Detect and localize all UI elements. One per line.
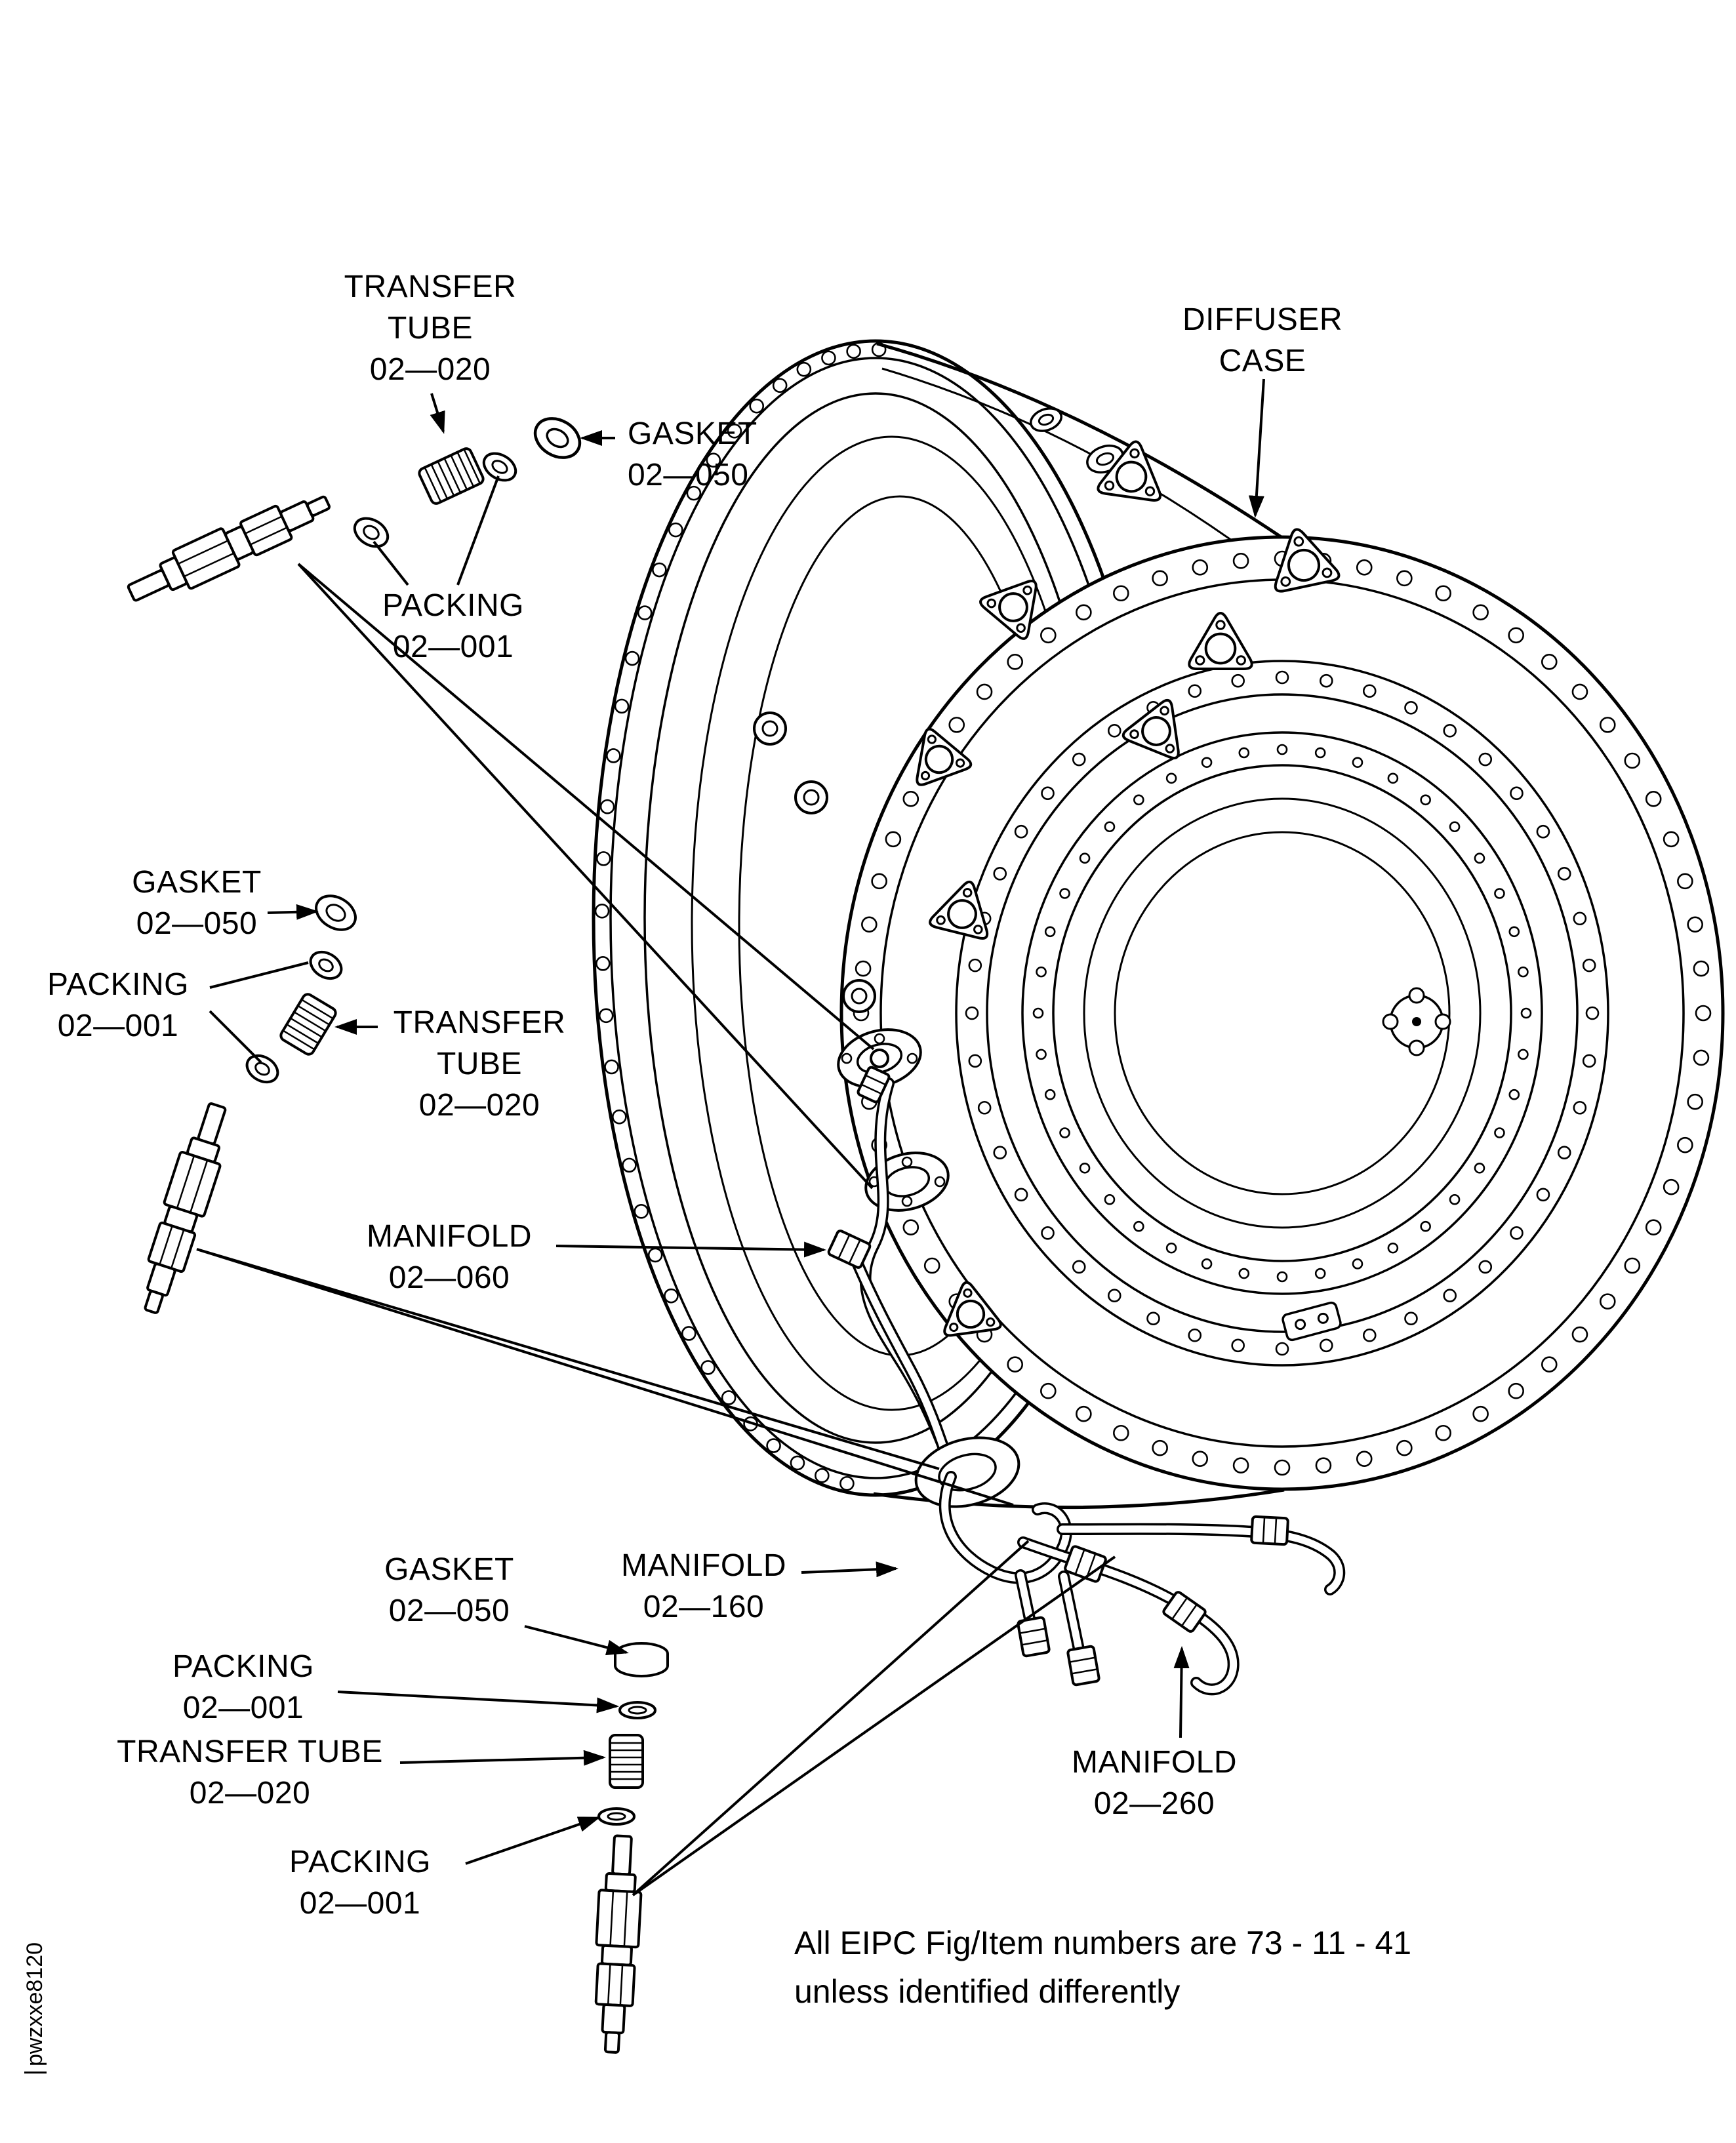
callout-diffuser-case: DIFFUSER CASE (1182, 299, 1342, 382)
note-line-2: unless identified differently (794, 1973, 1181, 2010)
callout-line: PACKING (289, 1845, 431, 1879)
callout-manifold-060: MANIFOLD 02—060 (367, 1216, 532, 1298)
callout-line: TRANSFER TUBE (117, 1734, 383, 1769)
callout-line: 02—020 (418, 1088, 540, 1123)
callout-line: 02—001 (182, 1691, 304, 1725)
callout-transfer-tube-top: TRANSFER TUBE 02—020 (344, 266, 517, 390)
callout-line: 02—001 (57, 1009, 179, 1043)
callout-manifold-260: MANIFOLD 02—260 (1072, 1742, 1237, 1824)
callout-line: TUBE (387, 311, 473, 346)
callout-packing-mid: PACKING 02—001 (47, 964, 189, 1047)
callout-packing-bottom-2: PACKING 02—001 (289, 1841, 431, 1924)
callout-packing-top: PACKING 02—001 (382, 585, 524, 668)
callout-line: GASKET (384, 1552, 514, 1587)
callout-line: 02—001 (299, 1886, 421, 1921)
callout-line: PACKING (382, 588, 524, 623)
callout-line: 02—020 (189, 1776, 311, 1811)
callout-line: TRANSFER (344, 270, 517, 304)
eipc-note: All EIPC Fig/Item numbers are 73 - 11 - … (794, 1919, 1411, 2016)
callout-manifold-160: MANIFOLD 02—160 (621, 1545, 786, 1628)
callout-line: MANIFOLD (620, 1548, 787, 1583)
callout-line: 02—160 (643, 1590, 765, 1624)
callout-line: GASKET (132, 865, 262, 900)
callout-line: TUBE (436, 1047, 522, 1081)
callout-packing-bottom-1: PACKING 02—001 (172, 1646, 314, 1729)
callout-line: TRANSFER (393, 1005, 566, 1040)
callout-transfer-tube-bottom: TRANSFER TUBE 02—020 (117, 1731, 383, 1814)
callout-line: 02—050 (136, 906, 258, 941)
figure-code: pwzxxe8120 (22, 1942, 48, 2073)
callout-gasket-bottom: GASKET 02—050 (384, 1549, 514, 1632)
callout-line: 02—050 (388, 1593, 510, 1628)
callout-line: PACKING (47, 967, 189, 1002)
callout-line: 02—020 (369, 352, 491, 387)
callout-line: 02—060 (388, 1260, 510, 1295)
callout-line: MANIFOLD (1071, 1745, 1238, 1780)
callout-gasket-top: GASKET 02—050 (628, 413, 757, 496)
callout-gasket-mid: GASKET 02—050 (132, 862, 262, 944)
callout-line: GASKET (628, 416, 757, 451)
callout-line: 02—001 (392, 630, 514, 664)
callout-line: MANIFOLD (366, 1219, 533, 1254)
callout-line: 02—260 (1093, 1786, 1215, 1821)
callout-line: DIFFUSER (1182, 302, 1342, 337)
callout-line: CASE (1219, 344, 1306, 378)
callout-line: PACKING (172, 1649, 314, 1684)
callout-line: 02—050 (628, 458, 749, 492)
callout-transfer-tube-mid: TRANSFER TUBE 02—020 (394, 1002, 566, 1126)
note-line-1: All EIPC Fig/Item numbers are 73 - 11 - … (794, 1925, 1412, 1961)
